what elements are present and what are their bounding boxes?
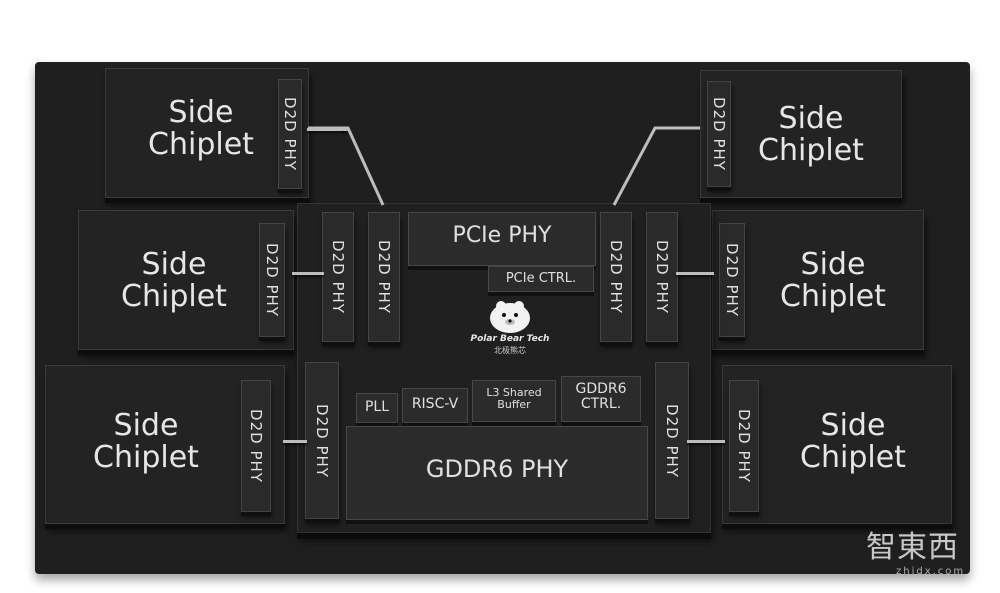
l3-shared-buffer-block: L3 Shared Buffer bbox=[472, 380, 556, 422]
side-chiplet-bottom-right: D2D PHY Side Chiplet bbox=[722, 365, 952, 524]
watermark-en: zhidx.com bbox=[896, 566, 966, 577]
d2d-phy-label: D2D PHY bbox=[375, 240, 393, 314]
d2d-phy-label: D2D PHY bbox=[313, 403, 331, 478]
d2d-phy-label: D2D PHY bbox=[663, 403, 681, 478]
d2d-phy-block: D2D PHY bbox=[646, 212, 678, 342]
side-chiplet-label: Side Chiplet bbox=[148, 95, 254, 162]
d2d-phy-label: D2D PHY bbox=[653, 240, 671, 314]
gddr6-phy-block: GDDR6 PHY bbox=[346, 426, 648, 520]
d2d-phy-block: D2D PHY bbox=[368, 212, 400, 342]
d2d-phy-label: D2D PHY bbox=[281, 97, 299, 171]
side-chiplet-label: Side Chiplet bbox=[121, 247, 227, 314]
pcie-phy-label: PCIe PHY bbox=[452, 223, 552, 248]
d2d-phy-block: D2D PHY bbox=[278, 79, 302, 189]
interconnect-wire bbox=[343, 128, 346, 131]
d2d-phy-block: D2D PHY bbox=[729, 380, 759, 512]
interconnect-wire bbox=[292, 272, 324, 275]
polar-bear-logo: Polar Bear Tech 北极熊芯 bbox=[465, 296, 555, 356]
d2d-phy-block: D2D PHY bbox=[241, 380, 271, 512]
side-chiplet-top-left: Side Chiplet D2D PHY bbox=[105, 68, 309, 198]
pll-label: PLL bbox=[364, 399, 390, 415]
side-chiplet-label: Side Chiplet bbox=[93, 408, 199, 475]
riscv-label: RISC-V bbox=[411, 396, 459, 412]
side-chiplet-label: Side Chiplet bbox=[780, 247, 886, 314]
d2d-phy-block: D2D PHY bbox=[322, 212, 354, 342]
d2d-phy-block: D2D PHY bbox=[600, 212, 632, 342]
logo-cn-text: 北极熊芯 bbox=[494, 346, 526, 355]
gddr6-ctrl-block: GDDR6 CTRL. bbox=[561, 376, 641, 422]
interconnect-wire bbox=[676, 272, 714, 275]
l3-shared-buffer-label: L3 Shared Buffer bbox=[486, 386, 542, 412]
pcie-ctrl-block: PCIe CTRL. bbox=[488, 266, 594, 292]
d2d-phy-label: D2D PHY bbox=[247, 409, 265, 483]
watermark-cn: 智東西 bbox=[866, 530, 959, 565]
gddr6-ctrl-label: GDDR6 CTRL. bbox=[575, 381, 627, 412]
riscv-block: RISC-V bbox=[402, 388, 468, 423]
d2d-phy-block: D2D PHY bbox=[305, 362, 339, 519]
interconnect-wire bbox=[687, 440, 725, 443]
logo-text: Polar Bear Tech bbox=[470, 334, 550, 344]
d2d-phy-block: D2D PHY bbox=[719, 223, 745, 337]
side-chiplet-label: Side Chiplet bbox=[800, 408, 906, 475]
watermark: 智東西 zhidx.com bbox=[866, 522, 986, 582]
gddr6-phy-label: GDDR6 PHY bbox=[425, 455, 569, 483]
side-chiplet-mid-right: D2D PHY Side Chiplet bbox=[712, 210, 924, 350]
side-chiplet-top-right: D2D PHY Side Chiplet bbox=[700, 70, 902, 198]
d2d-phy-label: D2D PHY bbox=[710, 97, 728, 171]
pcie-ctrl-label: PCIe CTRL. bbox=[505, 271, 577, 286]
d2d-phy-label: D2D PHY bbox=[329, 240, 347, 314]
side-chiplet-bottom-left: Side Chiplet D2D PHY bbox=[45, 365, 285, 524]
d2d-phy-label: D2D PHY bbox=[263, 243, 281, 317]
d2d-phy-block: D2D PHY bbox=[259, 223, 285, 337]
d2d-phy-block: D2D PHY bbox=[655, 362, 689, 519]
d2d-phy-label: D2D PHY bbox=[607, 240, 625, 314]
d2d-phy-label: D2D PHY bbox=[723, 243, 741, 317]
pcie-phy-block: PCIe PHY bbox=[408, 212, 596, 266]
d2d-phy-block: D2D PHY bbox=[707, 81, 731, 187]
side-chiplet-mid-left: Side Chiplet D2D PHY bbox=[78, 210, 294, 350]
pll-block: PLL bbox=[356, 393, 398, 423]
interconnect-wire bbox=[283, 440, 307, 443]
d2d-phy-label: D2D PHY bbox=[735, 409, 753, 483]
side-chiplet-label: Side Chiplet bbox=[758, 101, 864, 168]
polar-bear-icon bbox=[490, 301, 530, 333]
